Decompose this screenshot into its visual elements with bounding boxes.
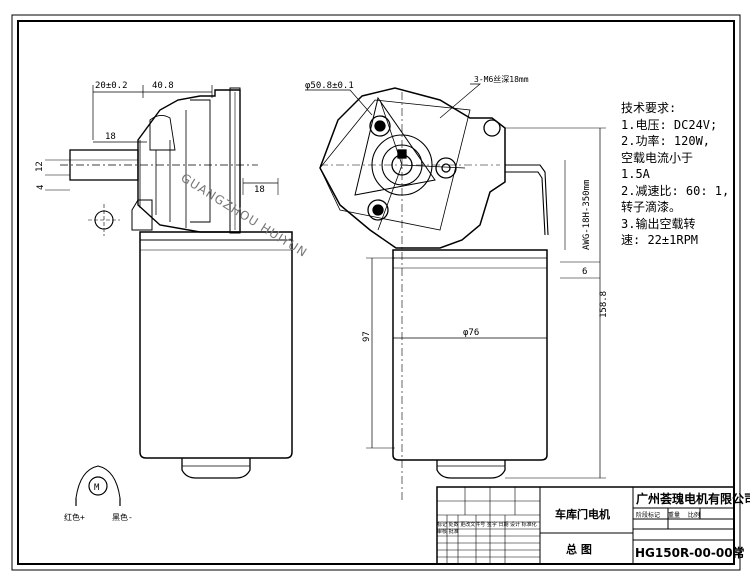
product-name: 车库门电机 [555,508,610,521]
wire-black-label: 黑色- [112,512,133,522]
dim-12: 12 [35,161,45,172]
spec-line: 速: 22±1RPM [621,233,699,247]
tb-label: 批准 [448,529,459,535]
tb-label: 标记 [437,522,448,528]
dim-bolt-circle: φ50.8±0.1 [305,81,354,91]
dim-flange-length: 40.8 [152,81,174,91]
side-view [45,85,293,479]
dim-total-height: 158.8 [599,291,609,318]
tb-label: 比例 [687,512,700,519]
tb-label: 审核 [437,529,448,535]
dim-6: 6 [582,267,587,277]
dim-4: 4 [36,185,46,190]
wire-spec: AWG-18H-350mm [582,180,592,250]
watermark: GUANGZHOU HUIYUN [178,171,309,260]
tb-stage-row: 阶段标记 重量 比例 [636,510,700,519]
spec-heading: 技术要求: [621,101,677,115]
spec-line: 2.功率: 120W, [621,134,711,148]
title-block-small-labels: 标记 处数 更改文件号 签字 日期 设计 标准化 审核 批准 [437,522,540,536]
drawing-type: 总 图 [566,543,592,556]
title-block [436,486,735,565]
spec-line: 转子滴漆。 [621,200,682,214]
technical-requirements: 技术要求: 1.电压: DC24V; 2.功率: 120W, 空载电流小于 1.… [621,100,746,249]
drawing-number: HG150R-00-00常 [635,546,745,560]
spec-line: 1.5A [621,167,650,181]
company-name: 广州荟瑰电机有限公司 [636,492,750,506]
tb-label: 签字 [486,522,497,528]
tb-label: 设计 [510,522,521,528]
spec-line: 空载电流小于 [621,150,694,165]
dim-18-top: 18 [105,132,116,142]
dim-18-side: 18 [254,185,265,195]
tb-label: 日期 [498,522,509,528]
spec-line: 1.电压: DC24V; [621,117,718,132]
tb-label: 重量 [667,512,680,519]
tb-label: 标准化 [521,522,537,528]
dim-diameter: φ76 [463,328,479,338]
wiring-symbol [75,465,121,506]
outer-border [11,14,741,571]
tb-label: 处数 [448,522,459,528]
dim-body-length: 97 [362,331,372,342]
wire-red-label: 红色+ [64,512,85,522]
tb-label: 阶段标记 [636,512,661,519]
motor-symbol-label: M [94,483,100,493]
screw-note: 3-M6丝深18mm [474,74,529,84]
tb-label: 更改文件号 [460,522,486,528]
spec-line: 3.输出空载转 [621,216,696,231]
dim-shaft-offset: 20±0.2 [95,81,128,91]
front-view [305,83,606,500]
inner-border [17,20,735,565]
spec-line: 2.减速比: 60: 1, [621,183,730,198]
